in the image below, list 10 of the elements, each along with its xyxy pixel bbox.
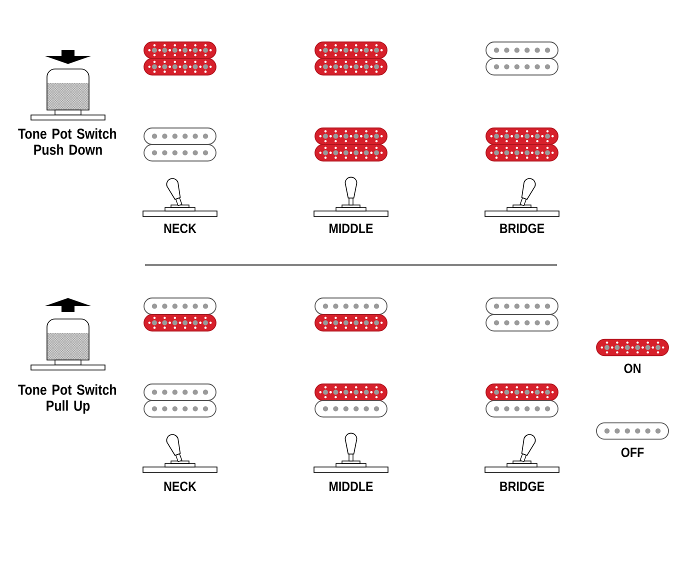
legend-label: OFF: [621, 448, 644, 458]
position-label: BRIDGE: [500, 224, 544, 234]
position-label: MIDDLE: [330, 482, 373, 491]
position-label: NECK: [164, 482, 196, 492]
position-label: MIDDLE: [330, 224, 373, 233]
legend-label: ON: [624, 364, 640, 374]
position-label: NECK: [164, 224, 196, 234]
switch-caption: Tone Pot Switch Pull Up: [18, 384, 116, 414]
position-label: BRIDGE: [500, 482, 544, 492]
switch-caption: Tone Pot Switch Push Down: [18, 128, 116, 155]
